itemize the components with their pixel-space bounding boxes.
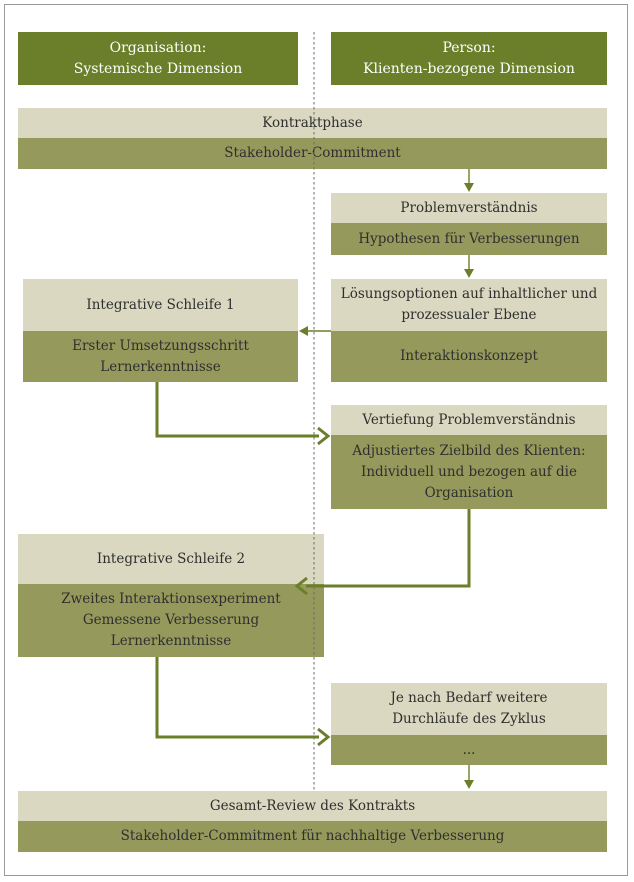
vertiefung-box: Vertiefung Problemverständnis xyxy=(331,405,607,435)
erster-umsetzungsschritt-box: Erster Umsetzungsschritt Lernerkenntniss… xyxy=(23,331,298,382)
gesamt-review-box: Gesamt-Review des Kontrakts xyxy=(18,791,607,821)
ellipsis-box: ... xyxy=(331,735,607,765)
problemverstaendnis-box: Problemverständnis xyxy=(331,193,607,223)
nachhaltige-verbesserung-box: Stakeholder-Commitment für nachhaltige V… xyxy=(18,821,607,852)
diagram-frame xyxy=(4,4,628,876)
integrative-schleife-1-box: Integrative Schleife 1 xyxy=(23,279,298,331)
weitere-durchlaeufe-box: Je nach Bedarf weitere Durchläufe des Zy… xyxy=(331,683,607,735)
interaktionskonzept-box: Interaktionskonzept xyxy=(331,331,607,382)
header-organisation: Organisation: Systemische Dimension xyxy=(18,32,298,85)
hypothesen-box: Hypothesen für Verbesserungen xyxy=(331,223,607,255)
loesungsoptionen-box: Lösungsoptionen auf inhaltlicher und pro… xyxy=(331,279,607,331)
stakeholder-commitment-box: Stakeholder-Commitment xyxy=(18,138,607,169)
header-person: Person: Klienten-bezogene Dimension xyxy=(331,32,607,85)
zweites-interaktionsexperiment-box: Zweites Interaktionsexperiment Gemessene… xyxy=(18,584,324,657)
kontraktphase-box: Kontraktphase xyxy=(18,108,607,138)
adjustiertes-zielbild-box: Adjustiertes Zielbild des Klienten: Indi… xyxy=(331,435,607,509)
integrative-schleife-2-box: Integrative Schleife 2 xyxy=(18,534,324,584)
